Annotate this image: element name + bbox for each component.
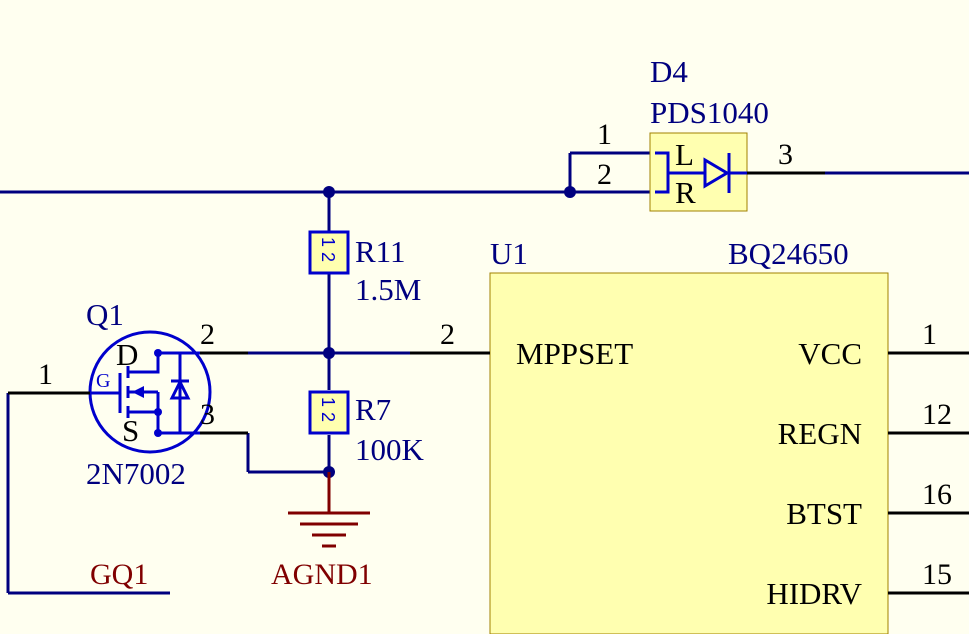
q1-pin1-num: 1: [38, 358, 53, 391]
r7-pin-label: 1 2: [318, 397, 338, 422]
q1-dot-b: [154, 408, 162, 416]
u1-pin-regn-number: 12: [922, 398, 952, 431]
r11-body: [308, 230, 350, 275]
ground-agnd1[interactable]: AGND1: [271, 472, 373, 591]
u1-pin-vcc-number: 1: [922, 318, 937, 351]
component-q1[interactable]: Q1 2N7002 1 2 3 D G S: [8, 297, 248, 491]
q1-label-g: G: [96, 370, 110, 392]
u1-body: [489, 272, 889, 634]
d4-pin3-num: 3: [778, 138, 793, 171]
q1-dot-s: [154, 429, 162, 437]
component-r11[interactable]: 1 2 R11 1.5M: [308, 230, 421, 307]
u1-pin-regn-name: REGN: [778, 416, 862, 451]
u1-ref: U1: [490, 236, 528, 271]
d4-diode-triangle: [703, 157, 730, 189]
u1-pin-mppset-number: 2: [440, 318, 455, 351]
component-r7[interactable]: 1 2 R7 100K: [308, 390, 425, 467]
junctions: [323, 186, 576, 478]
q1-diode-triangle: [169, 378, 191, 400]
q1-dot-d: [154, 349, 162, 357]
r7-value: 100K: [355, 432, 425, 467]
d4-label-l: L: [675, 137, 694, 172]
q1-arrow: [132, 386, 144, 398]
q1-pin2-num: 2: [200, 318, 215, 351]
junction-rail-d4: [564, 186, 576, 198]
r7-body: [308, 390, 350, 435]
q1-pin3-num: 3: [200, 398, 215, 431]
u1-pin-hidrv-name: HIDRV: [766, 576, 862, 611]
r11-value: 1.5M: [355, 272, 421, 307]
junction-rail-r11: [323, 186, 335, 198]
net-label-gq1: GQ1: [90, 558, 148, 591]
r11-pin-label: 1 2: [318, 237, 338, 262]
d4-pin1-num: 1: [597, 118, 612, 151]
q1-label-d: D: [116, 337, 138, 372]
u1-value: BQ24650: [728, 236, 849, 271]
r7-ref: R7: [355, 392, 391, 427]
junction-mppset: [323, 347, 335, 359]
q1-drain-int: [128, 351, 200, 374]
net-label-agnd1: AGND1: [271, 558, 373, 591]
q1-label-s: S: [122, 413, 139, 448]
u1-pin-mppset-name: MPPSET: [516, 336, 633, 371]
u1-pin-btst-name: BTST: [786, 496, 862, 531]
component-d4[interactable]: D4 PDS1040 1 2 3 L R: [597, 54, 825, 212]
r11-ref: R11: [355, 234, 406, 269]
d4-pin2-num: 2: [597, 158, 612, 191]
d4-value: PDS1040: [650, 95, 769, 130]
u1-pin-hidrv-number: 15: [922, 558, 952, 591]
component-u1[interactable]: U1 BQ24650 2 MPPSET 1 VCC 12 REGN 16 BTS…: [410, 236, 969, 634]
d4-label-r: R: [675, 175, 696, 210]
u1-pin-vcc-name: VCC: [798, 336, 862, 371]
q1-ref: Q1: [86, 297, 124, 332]
q1-value: 2N7002: [86, 456, 186, 491]
u1-pin-btst-number: 16: [922, 478, 952, 511]
d4-ref: D4: [650, 54, 688, 89]
